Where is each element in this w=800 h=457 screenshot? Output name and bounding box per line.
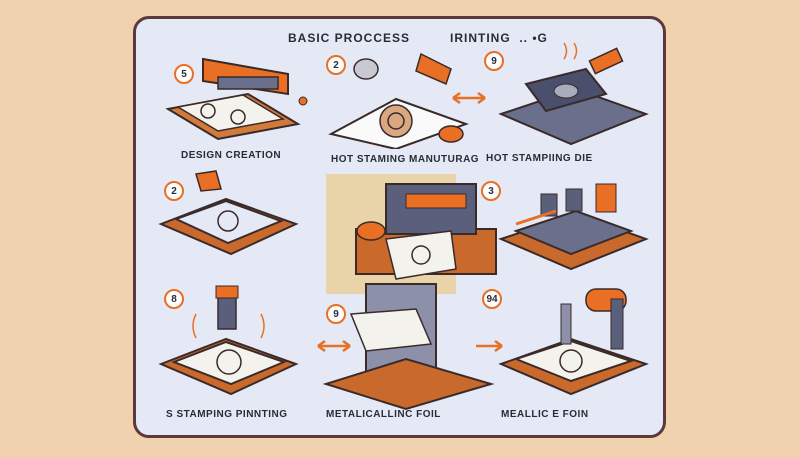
stamping-die-icon	[498, 42, 649, 146]
diagram-panel: BASIC PROCCESS IRINTING .. •G 5 DESIGN C…	[133, 16, 666, 438]
step-badge: 94	[482, 289, 502, 309]
step-caption: HOT STAMING MANUTURAG	[331, 154, 480, 165]
step-badge: 9	[326, 304, 346, 324]
left-right-arrow-icon	[317, 339, 351, 353]
step-badge: 2	[164, 181, 184, 201]
step-badge: 2	[326, 55, 346, 75]
die-set-icon	[498, 183, 649, 271]
step-caption: DESIGN CREATION	[181, 150, 282, 161]
step-badge: 8	[164, 289, 184, 309]
title-part-1: BASIC PROCCESS	[288, 31, 411, 45]
step-badge: 3	[481, 181, 501, 201]
step-caption: HOT STAMPIING DIE	[486, 153, 593, 164]
diagram-title: BASIC PROCCESS IRINTING .. •G	[136, 27, 663, 49]
step-caption: MEALLIC E FOIN	[501, 409, 589, 420]
hand-drawing-design-icon	[328, 52, 469, 149]
left-right-arrow-icon	[452, 91, 486, 105]
heated-stamping-head-icon	[158, 285, 299, 396]
step-badge: 9	[484, 51, 504, 71]
hot-stamping-press-icon	[165, 57, 308, 141]
hand-placing-frame-icon	[158, 170, 299, 256]
step-caption: METALICALLINC FOIL	[326, 409, 441, 420]
right-arrow-icon	[476, 339, 503, 353]
title-part-2: IRINTING .. •G	[450, 31, 548, 45]
central-press-machine-icon	[322, 174, 497, 411]
step-badge: 5	[174, 64, 194, 84]
step-caption: S STAMPING PINNTING	[166, 409, 288, 420]
foil-roller-machine-icon	[498, 288, 649, 396]
